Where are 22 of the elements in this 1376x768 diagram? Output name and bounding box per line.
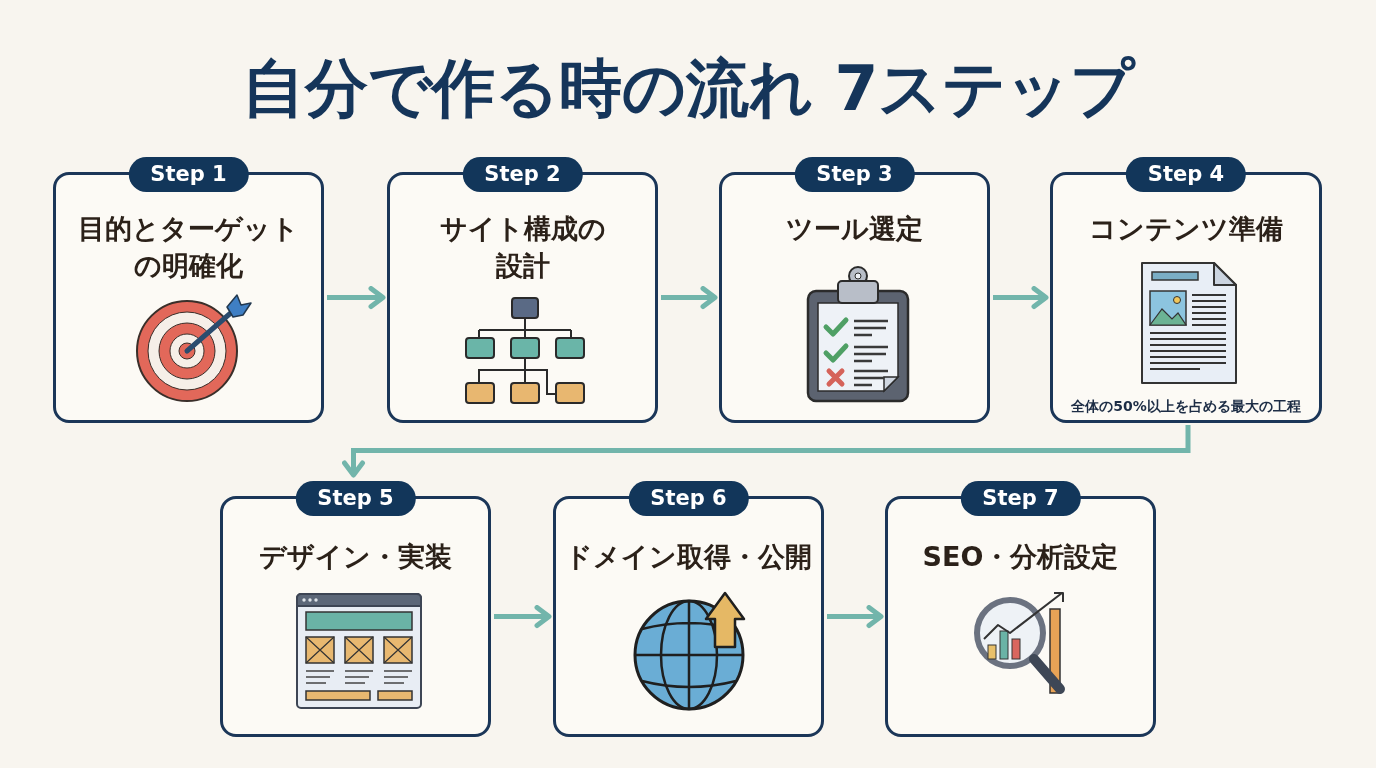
arrow	[993, 286, 1049, 309]
step-heading: 目的とターゲットの明確化	[77, 212, 300, 283]
step-heading: SEO・分析設定	[921, 540, 1120, 574]
step-heading: コンテンツ準備	[1088, 212, 1284, 246]
step-heading: ドメイン取得・公開	[564, 540, 813, 574]
arrow	[494, 605, 552, 628]
arrow	[327, 286, 386, 309]
arrow	[342, 425, 1191, 478]
step-badge: Step 4	[1125, 157, 1247, 192]
step-heading: デザイン・実装	[258, 540, 453, 574]
step-badge: Step 1	[128, 157, 249, 192]
step-heading: ツール選定	[785, 212, 924, 246]
step-badge: Step 6	[628, 481, 749, 516]
step-badge: Step 7	[960, 481, 1081, 516]
title: 自分で作る時の流れ 7ステップ	[240, 51, 1137, 127]
arrow	[827, 605, 884, 628]
arrow	[661, 286, 718, 309]
step-badge: Step 5	[295, 481, 416, 516]
step-heading: サイト構成の設計	[438, 212, 607, 283]
step-badge: Step 2	[462, 157, 583, 192]
note-text: 全体の50%以上を占める最大の工程	[1070, 397, 1302, 415]
step-badge: Step 3	[794, 157, 915, 192]
